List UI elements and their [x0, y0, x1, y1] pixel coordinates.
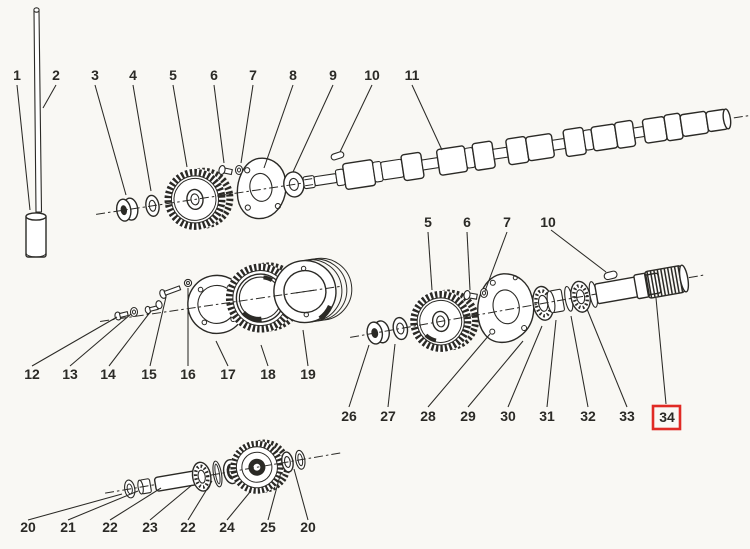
part-bolt-14 [144, 300, 163, 315]
callout-3[interactable]: 3 [91, 67, 99, 83]
callout-20b[interactable]: 20 [300, 519, 316, 535]
callout-17[interactable]: 17 [220, 366, 236, 382]
callout-7[interactable]: 7 [249, 67, 257, 83]
callout-6b[interactable]: 6 [463, 214, 471, 230]
part-flange-plate-8 [236, 157, 287, 220]
part-key-10b [603, 270, 618, 281]
callout-5[interactable]: 5 [169, 67, 177, 83]
pulley-gear-assembly [100, 257, 353, 335]
callout-16[interactable]: 16 [180, 366, 196, 382]
callout-34-selected[interactable]: 34 [659, 409, 675, 425]
callout-31[interactable]: 31 [539, 408, 555, 424]
camshaft-assembly [96, 108, 750, 231]
callout-32[interactable]: 32 [580, 408, 596, 424]
part-bearing-plate-28 [477, 273, 535, 344]
callout-20a[interactable]: 20 [20, 519, 36, 535]
callout-28[interactable]: 28 [420, 408, 436, 424]
centerline [688, 274, 705, 279]
part-thrust-ring-26 [366, 320, 390, 345]
callout-15[interactable]: 15 [141, 366, 157, 382]
centerline [350, 293, 597, 338]
part-bolt-12 [114, 310, 129, 321]
splined-shaft-assembly [350, 264, 705, 353]
centerline [210, 452, 341, 476]
callout-8[interactable]: 8 [289, 67, 297, 83]
part-bolt-6 [218, 165, 233, 176]
callout-7b[interactable]: 7 [503, 214, 511, 230]
pushrod-tip [33, 7, 40, 13]
callout-33[interactable]: 33 [619, 408, 635, 424]
callout-1[interactable]: 1 [13, 67, 21, 83]
callout-9[interactable]: 9 [329, 67, 337, 83]
idler-gear-assembly [105, 439, 341, 499]
callout-23[interactable]: 23 [142, 519, 158, 535]
part-bearing-23 [191, 461, 212, 492]
callout-19[interactable]: 19 [300, 366, 316, 382]
part-pushrod [33, 10, 43, 213]
callout-26[interactable]: 26 [341, 408, 357, 424]
centerline [96, 182, 304, 215]
callout-22b[interactable]: 22 [180, 519, 196, 535]
callout-24[interactable]: 24 [219, 519, 235, 535]
centerline [100, 285, 342, 322]
callout-22a[interactable]: 22 [102, 519, 118, 535]
part-washer-27 [392, 316, 409, 341]
callout-14[interactable]: 14 [100, 366, 116, 382]
part-bolt-15 [159, 285, 182, 299]
callout-21[interactable]: 21 [60, 519, 76, 535]
part-key-10 [330, 151, 345, 161]
centerline [733, 114, 750, 119]
callout-30[interactable]: 30 [500, 408, 516, 424]
callout-labels: 1 2 3 4 5 6 7 8 9 10 11 5 6 7 10 12 13 1… [13, 67, 675, 535]
part-splined-shaft-34 [594, 264, 690, 305]
centerline [105, 484, 156, 494]
callout-10b[interactable]: 10 [540, 214, 556, 230]
callout-18[interactable]: 18 [260, 366, 276, 382]
callout-5b[interactable]: 5 [424, 214, 432, 230]
part-bolt-6b [463, 289, 478, 301]
part-tappet [25, 212, 47, 258]
callout-13[interactable]: 13 [62, 366, 78, 382]
leader-lines [16, 84, 667, 521]
callout-12[interactable]: 12 [24, 366, 40, 382]
pushrod-tappet-assembly [25, 7, 47, 258]
callout-25[interactable]: 25 [260, 519, 276, 535]
callout-6[interactable]: 6 [210, 67, 218, 83]
callout-4[interactable]: 4 [129, 67, 137, 83]
callout-27[interactable]: 27 [380, 408, 396, 424]
callout-29[interactable]: 29 [460, 408, 476, 424]
selected-callout-box [651, 404, 682, 431]
callout-2[interactable]: 2 [52, 67, 60, 83]
part-clip-7b [479, 287, 489, 299]
callout-11[interactable]: 11 [405, 67, 420, 83]
part-camshaft-11 [302, 108, 732, 190]
callout-10[interactable]: 10 [364, 67, 380, 83]
part-washer-13 [129, 306, 139, 318]
part-stud-16 [183, 278, 193, 288]
part-washer-7 [234, 164, 244, 176]
